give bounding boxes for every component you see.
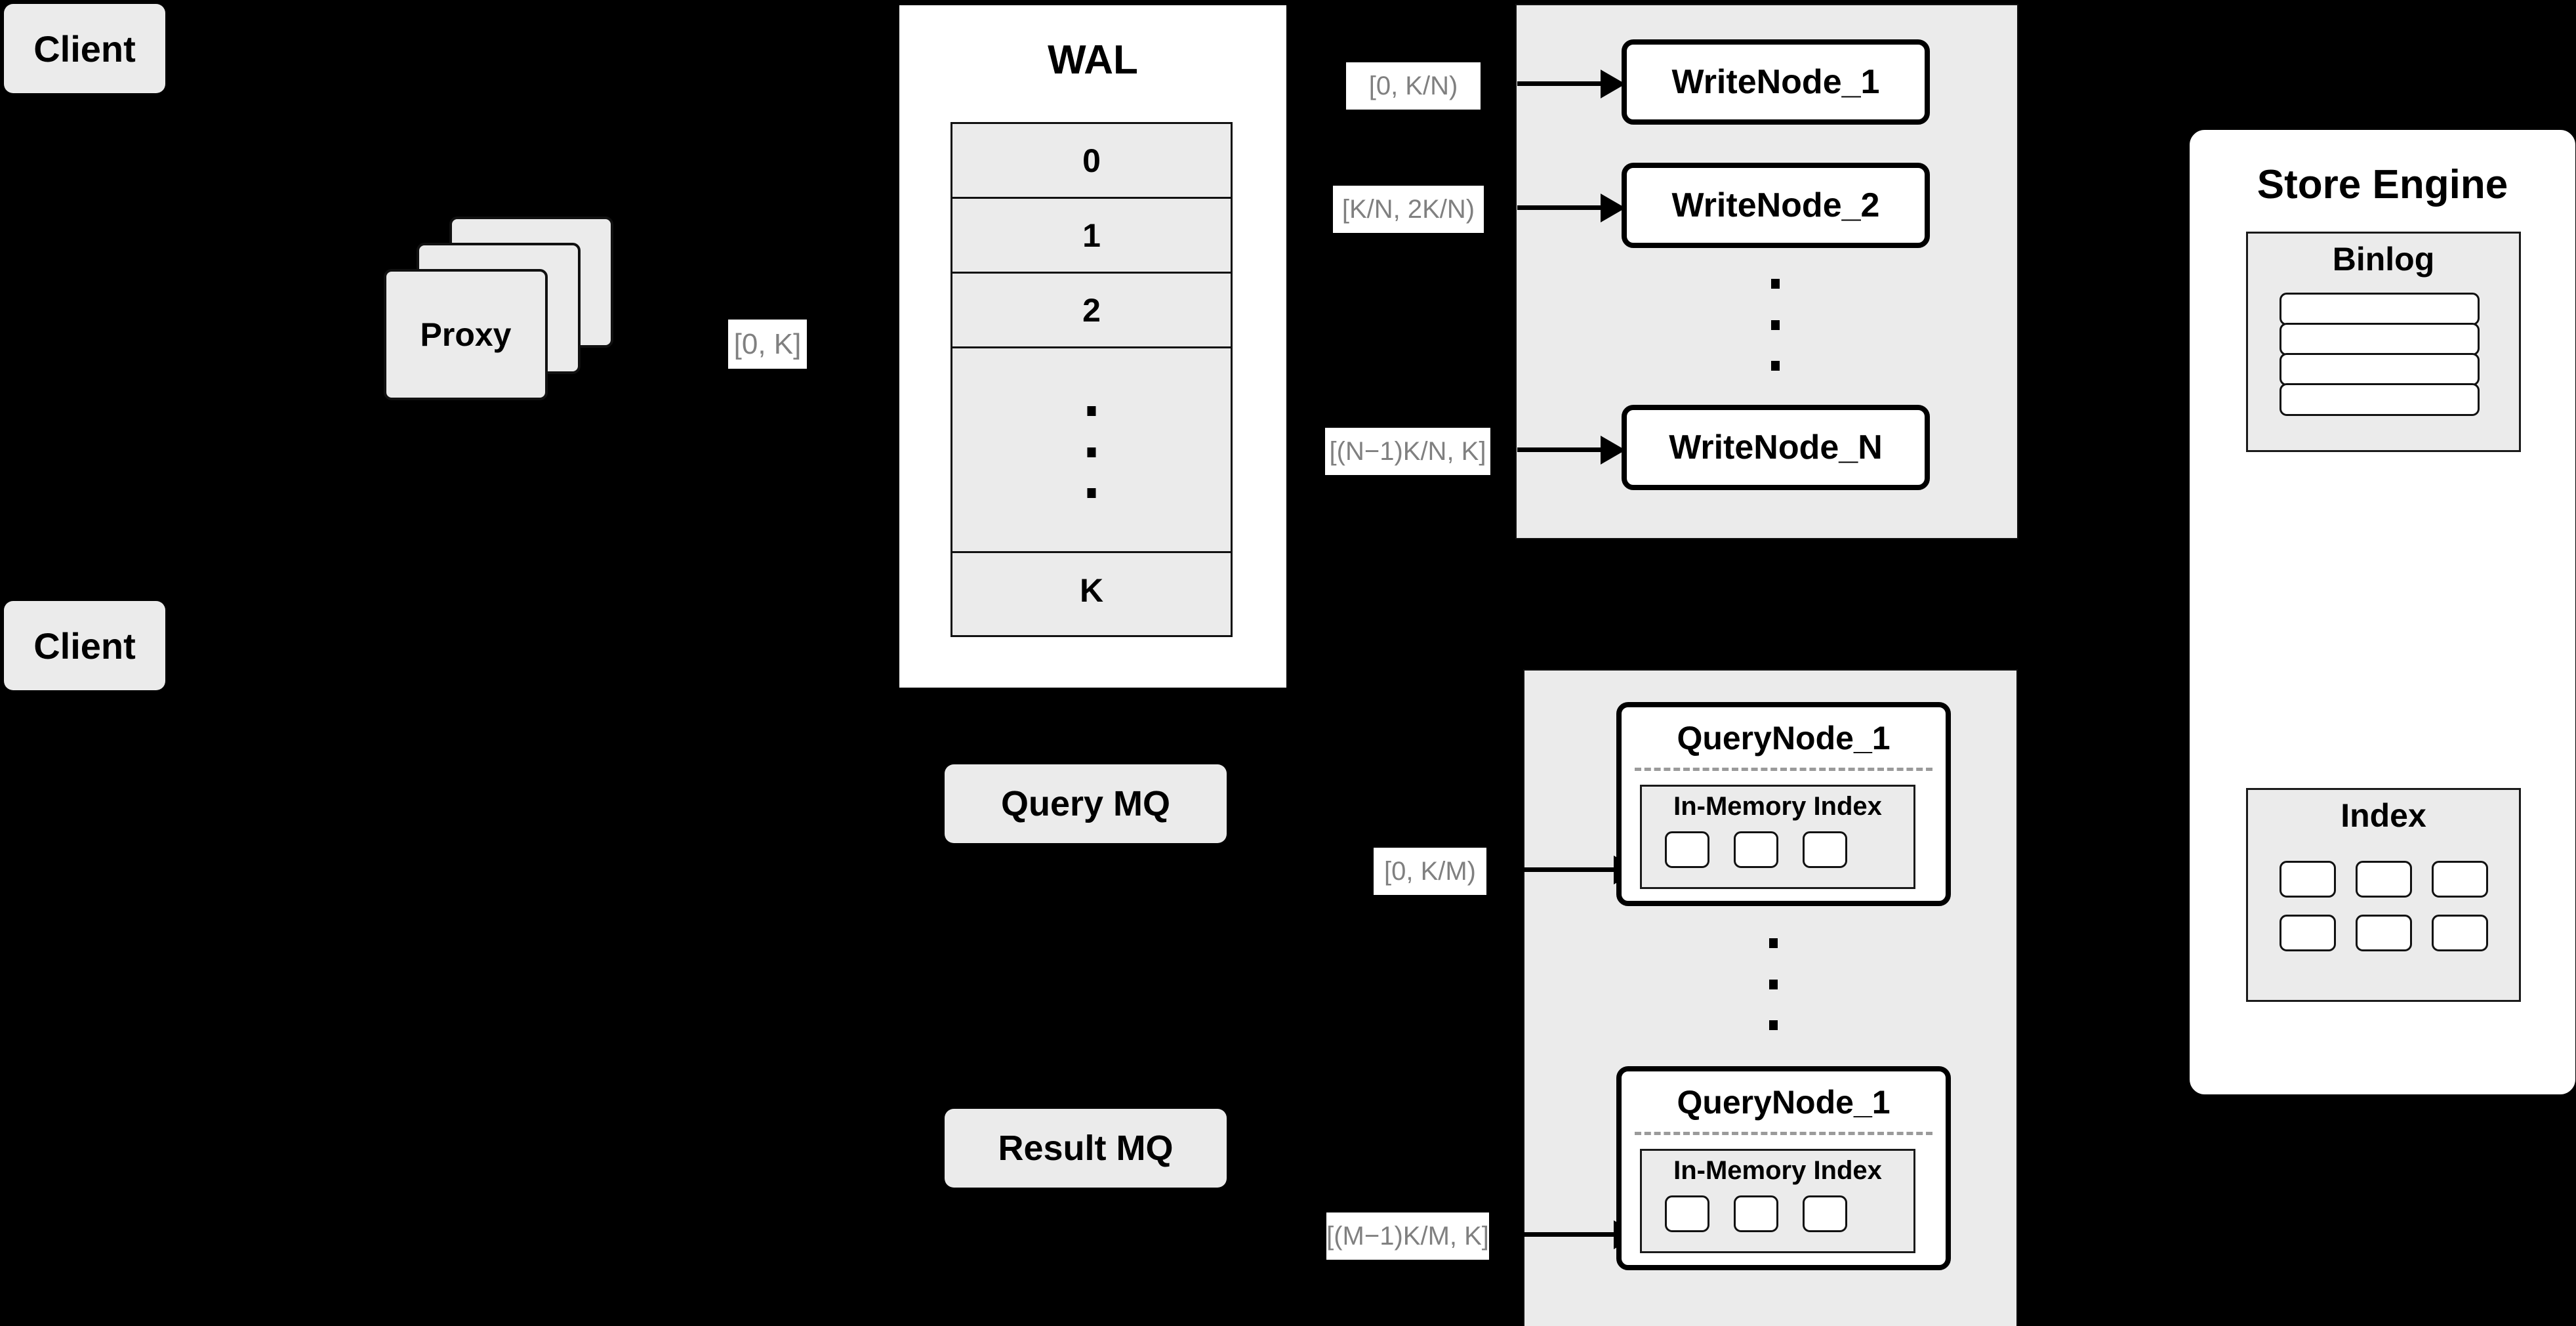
edge-label-text: [K/N, 2K/N) [1341, 194, 1475, 224]
store-index-chip [2432, 915, 2488, 951]
in-memory-index-1: In-Memory Index [1640, 785, 1915, 889]
query-node-2[interactable]: QueryNode_1 In-Memory Index [1616, 1066, 1951, 1270]
query-node-divider [1635, 1132, 1932, 1135]
edge-label-text: [0, K/N) [1368, 71, 1458, 100]
proxy-label: Proxy [420, 316, 512, 353]
wal-vertical-dots-icon [1087, 406, 1096, 498]
store-index-chip [2356, 861, 2412, 898]
query-node-divider [1635, 768, 1932, 771]
wal-row-label: K [1079, 572, 1104, 609]
write-node-1[interactable]: WriteNode_1 [1622, 39, 1930, 125]
store-index-title: Index [2341, 797, 2426, 834]
write-cluster-vertical-dots-icon [1767, 279, 1784, 371]
client-label: Client [33, 625, 136, 667]
write-node-label: WriteNode_N [1669, 428, 1883, 466]
edge-label-text: [(M−1)K/M, K] [1326, 1221, 1489, 1251]
index-chip [1803, 831, 1847, 868]
edge-label-text: [(N−1)K/N, K] [1329, 436, 1486, 466]
query-mq-label: Query MQ [1000, 784, 1171, 823]
binlog-bar [2280, 383, 2480, 416]
wal-table: 0 1 2 K [951, 122, 1233, 637]
write-node-n[interactable]: WriteNode_N [1622, 405, 1930, 490]
store-index-chip [2280, 915, 2336, 951]
store-index-box: Index [2246, 788, 2521, 1002]
connector-to-querynode-m [1523, 1232, 1623, 1237]
result-mq-box[interactable]: Result MQ [945, 1109, 1227, 1188]
wal-row-ellipsis [952, 348, 1231, 553]
connector-to-writenode-1 [1517, 81, 1606, 86]
query-mq-box[interactable]: Query MQ [945, 764, 1227, 843]
arrow-writenode-1-icon [1601, 70, 1625, 98]
edge-label-writenode-2: [K/N, 2K/N) [1333, 186, 1484, 233]
query-cluster-vertical-dots-icon [1765, 938, 1782, 1030]
binlog-bar [2280, 353, 2480, 386]
edge-label-writenode-1: [0, K/N) [1346, 62, 1481, 110]
binlog-box: Binlog [2246, 232, 2521, 452]
index-chip [1734, 831, 1778, 868]
edge-label-proxy-to-wal: [0, K] [728, 320, 807, 369]
index-chip [1803, 1195, 1847, 1232]
client-box-2[interactable]: Client [4, 601, 165, 690]
write-node-2[interactable]: WriteNode_2 [1622, 163, 1930, 248]
binlog-bar [2280, 323, 2480, 356]
wal-title: WAL [1048, 37, 1138, 83]
store-index-chip [2280, 861, 2336, 898]
arrow-writenode-n-icon [1601, 436, 1625, 465]
binlog-bar [2280, 293, 2480, 325]
index-chip [1665, 831, 1709, 868]
proxy-stack[interactable]: Proxy [384, 217, 679, 433]
store-index-chip [2356, 915, 2412, 951]
wal-row-label: 1 [1082, 217, 1101, 254]
client-box-1[interactable]: Client [4, 4, 165, 93]
connector-to-writenode-2 [1517, 205, 1606, 210]
edge-label-querynode-1: [0, K/M) [1374, 848, 1486, 895]
wal-row: 0 [952, 124, 1231, 199]
write-node-label: WriteNode_2 [1671, 186, 1880, 224]
wal-row-label: 2 [1082, 291, 1101, 329]
store-engine-panel: Store Engine Binlog Index [2188, 128, 2576, 1096]
wal-row-label: 0 [1082, 142, 1101, 179]
edge-label-text: [0, K/M) [1383, 856, 1477, 886]
edge-label-writenode-n: [(N−1)K/N, K] [1325, 428, 1490, 475]
query-node-label: QueryNode_1 [1677, 720, 1891, 756]
in-memory-index-title: In-Memory Index [1673, 1156, 1882, 1185]
wal-row: K [952, 553, 1231, 628]
edge-label-text: [0, K] [733, 327, 802, 360]
wal-row: 1 [952, 199, 1231, 274]
client-label: Client [33, 28, 136, 70]
query-node-1[interactable]: QueryNode_1 In-Memory Index [1616, 702, 1951, 906]
binlog-title: Binlog [2332, 241, 2435, 278]
in-memory-index-title: In-Memory Index [1673, 792, 1882, 821]
wal-row: 2 [952, 274, 1231, 348]
query-node-label: QueryNode_1 [1677, 1084, 1891, 1121]
proxy-card-front[interactable]: Proxy [384, 269, 548, 400]
connector-to-writenode-n [1517, 447, 1606, 452]
in-memory-index-2: In-Memory Index [1640, 1149, 1915, 1253]
wal-panel: WAL 0 1 2 K [897, 3, 1288, 690]
result-mq-label: Result MQ [998, 1129, 1174, 1168]
arrow-writenode-2-icon [1601, 194, 1625, 222]
store-engine-title: Store Engine [2257, 162, 2508, 207]
store-index-chip [2432, 861, 2488, 898]
index-chip [1734, 1195, 1778, 1232]
write-node-label: WriteNode_1 [1671, 63, 1880, 101]
connector-to-querynode-1 [1523, 867, 1623, 872]
edge-label-querynode-m: [(M−1)K/M, K] [1326, 1212, 1489, 1260]
index-chip [1665, 1195, 1709, 1232]
